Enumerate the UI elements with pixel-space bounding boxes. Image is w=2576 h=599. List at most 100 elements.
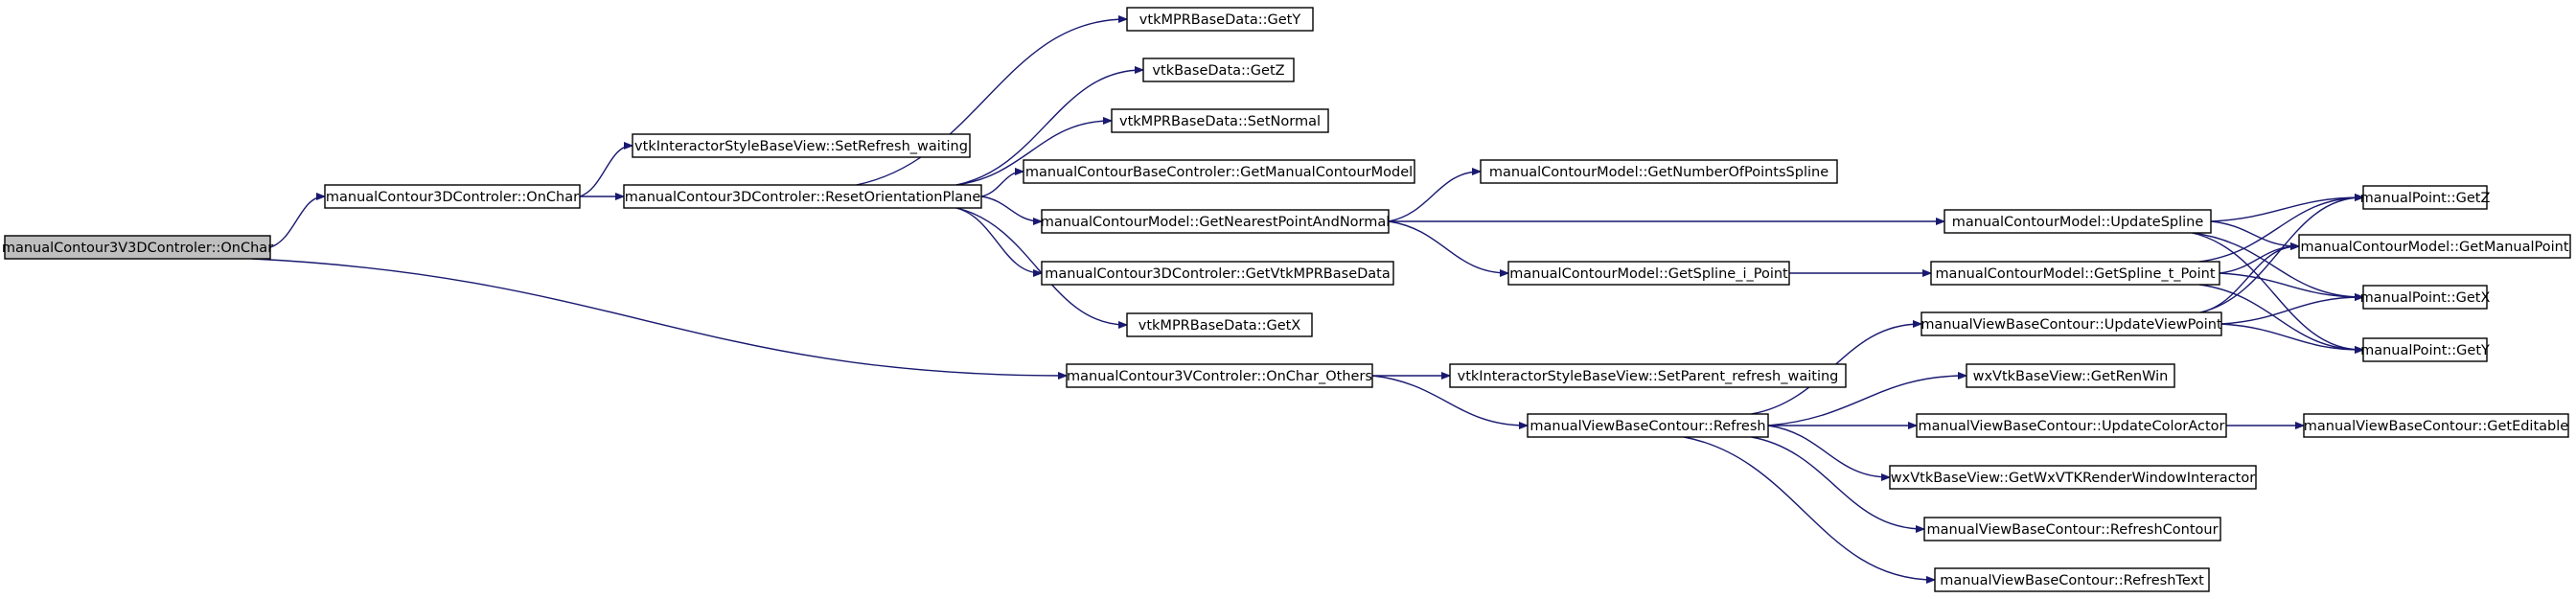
node-label: manualContour3VControler::OnChar_Others: [1067, 369, 1372, 384]
edges-layer: [251, 19, 2362, 580]
node-box[interactable]: [2362, 185, 2488, 210]
node-n14[interactable]: manualContourModel::UpdateSpline: [1944, 209, 2212, 234]
node-n13[interactable]: manualContourModel::GetSpline_i_Point: [1507, 261, 1790, 286]
node-box[interactable]: [1934, 567, 2210, 592]
node-box[interactable]: [1930, 261, 2220, 286]
node-label: manualContourModel::GetSpline_t_Point: [1935, 266, 2215, 282]
edge-n22-to-n17: [2199, 246, 2298, 313]
node-label: manualContour3DControler::GetVtkMPRBaseD…: [1045, 266, 1391, 282]
node-box[interactable]: [1480, 159, 1838, 184]
edge-n4-to-n8: [980, 172, 1023, 197]
node-box[interactable]: [1527, 413, 1769, 438]
node-n19[interactable]: manualPoint::GetY: [2360, 337, 2490, 362]
node-box[interactable]: [1916, 413, 2227, 438]
edge-n4-to-n9: [980, 196, 1041, 221]
node-n15[interactable]: manualContourModel::GetSpline_t_Point: [1930, 261, 2220, 286]
nodes-layer: manualContour3V3DControler::OnCharmanual…: [2, 7, 2571, 592]
node-box[interactable]: [1920, 311, 2222, 336]
node-box[interactable]: [1966, 363, 2175, 388]
node-n16[interactable]: manualPoint::GetZ: [2360, 185, 2491, 210]
node-n25[interactable]: manualViewBaseContour::GetEditable: [2303, 413, 2569, 438]
node-n26[interactable]: wxVtkBaseView::GetWxVTKRenderWindowInter…: [1889, 465, 2257, 490]
node-n22[interactable]: manualViewBaseContour::UpdateViewPoint: [1920, 311, 2222, 336]
edge-n14-to-n17: [2210, 220, 2298, 246]
node-n10[interactable]: manualContour3DControler::GetVtkMPRBaseD…: [1041, 261, 1394, 286]
node-box[interactable]: [1944, 209, 2212, 234]
node-label: manualViewBaseContour::UpdateColorActor: [1919, 419, 2225, 434]
edge-n4-to-n7: [955, 121, 1111, 186]
root-node-box[interactable]: [4, 235, 271, 260]
node-label: manualViewBaseContour::GetEditable: [2304, 419, 2568, 434]
node-n17[interactable]: manualContourModel::GetManualPoint: [2298, 234, 2571, 259]
node-box[interactable]: [2303, 413, 2569, 438]
edge-n9-to-n12: [1388, 172, 1480, 222]
node-box[interactable]: [1066, 363, 1373, 388]
edge-n21-to-n23: [1767, 376, 1966, 426]
node-label: manualPoint::GetZ: [2360, 191, 2491, 206]
node-box[interactable]: [1142, 58, 1295, 82]
node-box[interactable]: [1126, 312, 1313, 337]
node-label: vtkBaseData::GetZ: [1152, 63, 1284, 79]
node-n5[interactable]: vtkMPRBaseData::GetY: [1126, 7, 1314, 32]
edge-n4-to-n5: [856, 19, 1126, 186]
node-n23[interactable]: wxVtkBaseView::GetRenWin: [1966, 363, 2175, 388]
node-label: wxVtkBaseView::GetWxVTKRenderWindowInter…: [1891, 471, 2255, 486]
node-box[interactable]: [623, 184, 982, 209]
node-n8[interactable]: manualContourBaseControler::GetManualCon…: [1023, 159, 1415, 184]
node-label: manualContour3DControler::OnChar: [326, 190, 579, 205]
node-n24[interactable]: manualViewBaseContour::UpdateColorActor: [1916, 413, 2227, 438]
node-n27[interactable]: manualViewBaseContour::RefreshContour: [1923, 517, 2221, 541]
node-box[interactable]: [1041, 209, 1390, 234]
node-n0[interactable]: manualContour3V3DControler::OnChar: [2, 235, 273, 260]
node-n7[interactable]: vtkMPRBaseData::SetNormal: [1111, 108, 1329, 133]
node-label: manualContourModel::GetNumberOfPointsSpl…: [1489, 165, 1828, 180]
edge-n22-to-n19: [2220, 323, 2362, 350]
node-n1[interactable]: manualContour3DControler::OnChar: [324, 184, 581, 209]
edge-n9-to-n13: [1388, 220, 1507, 273]
node-n18[interactable]: manualPoint::GetX: [2360, 285, 2491, 310]
edge-n4-to-n10: [955, 207, 1041, 273]
node-n20[interactable]: vtkInteractorStyleBaseView::SetParent_re…: [1449, 363, 1847, 388]
node-label: wxVtkBaseView::GetRenWin: [1973, 369, 2169, 384]
node-label: vtkMPRBaseData::GetX: [1138, 318, 1301, 334]
edge-n1-to-n3: [579, 146, 632, 197]
node-n21[interactable]: manualViewBaseContour::Refresh: [1527, 413, 1769, 438]
edge-n21-to-n26: [1767, 425, 1889, 477]
node-box[interactable]: [1449, 363, 1847, 388]
node-label: manualContourModel::GetNearestPointAndNo…: [1041, 215, 1391, 230]
node-box[interactable]: [2362, 285, 2488, 310]
node-label: manualContourBaseControler::GetManualCon…: [1025, 165, 1413, 180]
node-box[interactable]: [2362, 337, 2488, 362]
node-label: vtkMPRBaseData::SetNormal: [1119, 114, 1321, 129]
node-box[interactable]: [1507, 261, 1790, 286]
node-box[interactable]: [324, 184, 581, 209]
node-label: vtkInteractorStyleBaseView::SetParent_re…: [1458, 369, 1839, 384]
edge-n4-to-n6: [955, 70, 1142, 186]
node-label: manualPoint::GetY: [2360, 343, 2490, 358]
node-box[interactable]: [1111, 108, 1329, 133]
node-box[interactable]: [1023, 159, 1415, 184]
node-n28[interactable]: manualViewBaseContour::RefreshText: [1934, 567, 2210, 592]
node-n2[interactable]: manualContour3VControler::OnChar_Others: [1066, 363, 1373, 388]
node-box[interactable]: [1041, 261, 1394, 286]
edge-n14-to-n16: [2210, 197, 2362, 222]
node-box[interactable]: [1889, 465, 2257, 490]
node-label: vtkInteractorStyleBaseView::SetRefresh_w…: [634, 139, 968, 154]
node-box[interactable]: [1126, 7, 1314, 32]
edge-n21-to-n27: [1751, 436, 1923, 529]
node-n4[interactable]: manualContour3DControler::ResetOrientati…: [623, 184, 982, 209]
node-n6[interactable]: vtkBaseData::GetZ: [1142, 58, 1295, 82]
node-n3[interactable]: vtkInteractorStyleBaseView::SetRefresh_w…: [632, 133, 971, 158]
node-n9[interactable]: manualContourModel::GetNearestPointAndNo…: [1041, 209, 1391, 234]
node-n12[interactable]: manualContourModel::GetNumberOfPointsSpl…: [1480, 159, 1838, 184]
edge-n2-to-n21: [1371, 375, 1527, 426]
node-label: vtkMPRBaseData::GetY: [1139, 12, 1301, 28]
node-box[interactable]: [2298, 234, 2571, 259]
edge-n14-to-n18: [2192, 232, 2362, 297]
node-box[interactable]: [632, 133, 971, 158]
node-n11[interactable]: vtkMPRBaseData::GetX: [1126, 312, 1313, 337]
node-label: manualContourModel::UpdateSpline: [1952, 215, 2204, 230]
node-box[interactable]: [1923, 517, 2221, 541]
node-label: manualViewBaseContour::RefreshText: [1940, 573, 2204, 588]
